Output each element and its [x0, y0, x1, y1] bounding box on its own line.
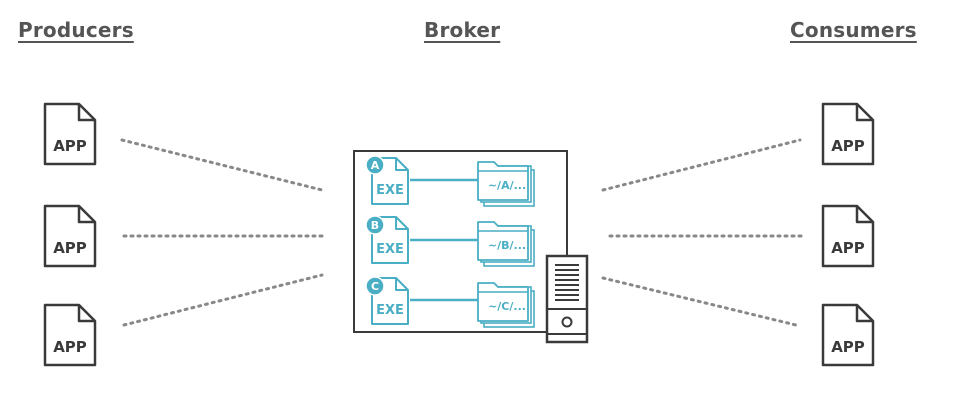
queue-row-b: EXE B ~/B/...	[365, 215, 535, 267]
folder-stack-icon: ~/C/...	[477, 282, 535, 328]
consumer-app-3: APP	[821, 303, 875, 367]
connector-lines	[120, 138, 806, 328]
queue-path: ~/B/...	[488, 239, 526, 252]
exe-label: EXE	[376, 242, 404, 257]
producer-app-label: APP	[53, 338, 87, 356]
producer-app-label: APP	[53, 137, 87, 155]
exe-file-icon: EXE	[371, 216, 409, 264]
document-icon	[43, 303, 97, 367]
consumers-heading: Consumers	[790, 18, 917, 42]
producer-app-2: APP	[43, 204, 97, 268]
queue-badge-label: C	[371, 280, 379, 293]
connector-producer-3	[122, 273, 324, 327]
exe-label: EXE	[376, 303, 404, 318]
broker-heading: Broker	[424, 18, 501, 42]
queue-path: ~/A/...	[488, 179, 526, 192]
queue-badge-c	[365, 276, 385, 296]
document-icon	[43, 204, 97, 268]
producer-app-label: APP	[53, 239, 87, 257]
queue-badge-label: A	[371, 159, 380, 172]
consumer-app-2: APP	[821, 204, 875, 268]
exe-label: EXE	[376, 183, 404, 198]
connector-consumer-1	[601, 138, 802, 192]
queue-row-c: EXE C ~/C/...	[365, 276, 535, 328]
consumer-app-label: APP	[831, 239, 865, 257]
queue-badge-a	[365, 155, 385, 175]
server-icon	[545, 254, 589, 344]
queue-row-a: EXE A ~/A/...	[365, 155, 535, 207]
connector-producer-1	[120, 138, 324, 192]
exe-file-icon: EXE	[371, 277, 409, 325]
folder-stack-icon: ~/B/...	[477, 221, 535, 267]
queue-badge-label: B	[371, 219, 379, 232]
document-icon	[821, 303, 875, 367]
consumer-app-label: APP	[831, 137, 865, 155]
queue-path: ~/C/...	[488, 300, 526, 313]
connector-consumer-3	[601, 276, 802, 328]
queue-badge-b	[365, 215, 385, 235]
folder-stack-icon: ~/A/...	[477, 161, 535, 207]
document-icon	[43, 102, 97, 166]
consumer-app-label: APP	[831, 338, 865, 356]
consumer-app-1: APP	[821, 102, 875, 166]
producer-app-1: APP	[43, 102, 97, 166]
producers-heading: Producers	[18, 18, 134, 42]
exe-file-icon: EXE	[371, 157, 409, 205]
document-icon	[821, 204, 875, 268]
document-icon	[821, 102, 875, 166]
producer-app-3: APP	[43, 303, 97, 367]
